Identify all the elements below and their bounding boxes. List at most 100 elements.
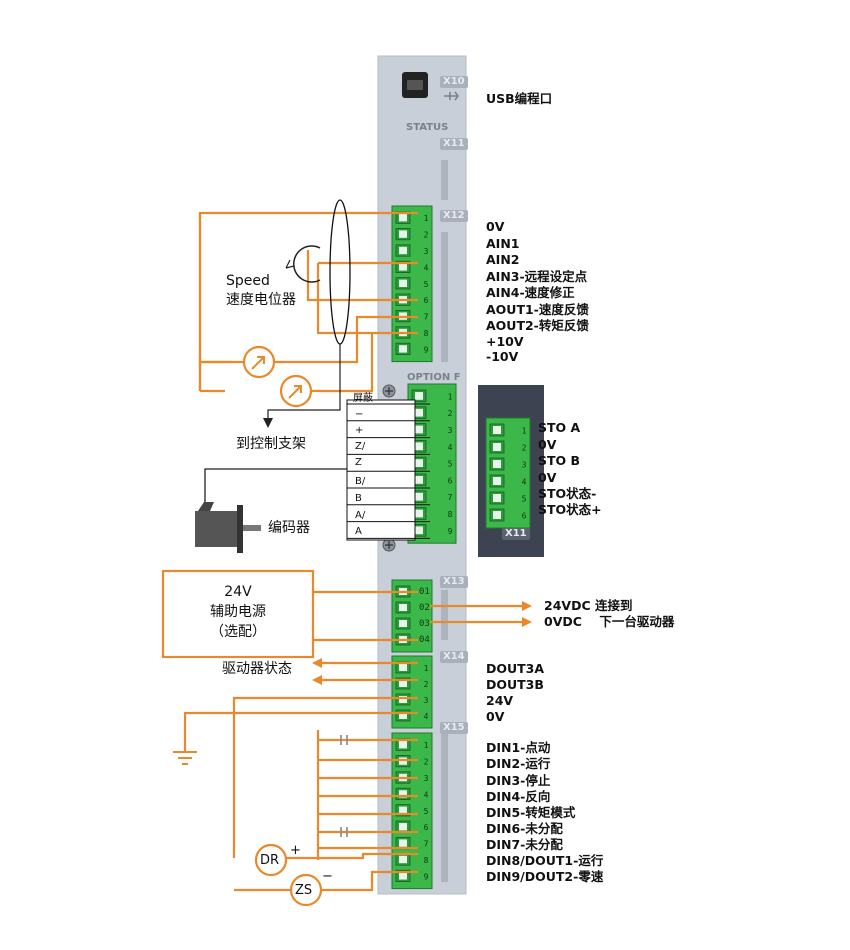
port-x11-status-label: X11 [440,138,468,150]
x11-pin-label: STO A [538,420,581,435]
relay-zs-label: ZS [295,883,313,898]
pin-number: 3 [424,774,429,783]
pin-number: 1 [424,664,429,673]
terminal-hole [399,790,407,798]
pin-number: 8 [448,510,453,519]
arrow-icon [251,356,302,399]
pin-number: 2 [424,680,429,689]
x13-line1-label: 24VDC 连接到 [544,598,633,613]
terminal-hole [399,230,407,238]
terminal-hole [493,477,501,485]
aux-power-line3: （选配） [210,624,266,640]
screw-icon [382,384,396,398]
terminal-hole [399,664,407,671]
terminal-hole [399,741,407,749]
encoder-wire-label: B [355,493,362,504]
terminal-hole [399,855,407,864]
encoder-wire-table [346,399,430,541]
terminal-hole [415,392,423,400]
orange-wiring [161,211,530,892]
terminal-hole [399,839,407,847]
pin-number: 9 [424,872,429,881]
pin-number: 3 [448,426,453,435]
x13-pin-number: 01 [419,587,430,597]
panel-slot [441,590,448,640]
relay-zs-icon [289,873,323,907]
pin-number: 7 [448,493,453,502]
terminal-hole [399,263,407,271]
x15-pin-label: DIN2-运行 [486,756,551,771]
encoder-wire-label: + [355,425,364,436]
pin-number: 7 [424,840,429,849]
pin-number: 4 [424,790,429,799]
relay-plus-label: + [290,843,301,858]
pin-number: 4 [522,478,527,487]
x12-pin-label: AIN3-远程设定点 [486,269,588,284]
pin-number: 2 [424,231,429,240]
x11-pin-label: 0V [538,470,557,485]
usb-icon [402,72,459,101]
x12-pin-label: AIN4-速度修正 [486,285,575,300]
arrow-icon [312,601,532,685]
x13-pin-number: 02 [419,603,430,613]
x13-pin-number: 03 [419,619,430,629]
terminal-hole [415,408,423,417]
encoder-wire-label: A/ [355,510,366,521]
encoder-wire-label: Z/ [355,441,366,452]
x15-pin-label: DIN5-转矩模式 [486,805,576,820]
port-x15-label: X15 [440,722,468,734]
x12-pin-label: AIN2 [486,252,520,267]
drive-status-label: 驱动器状态 [222,661,292,677]
potentiometer-icon [242,345,313,408]
x12-pin-label: 0V [486,219,505,234]
terminal-hole [493,511,501,519]
terminal-hole [399,680,407,687]
terminal-hole [415,492,423,501]
x12-pin-label: AOUT1-速度反馈 [486,302,589,317]
pin-number: 1 [448,392,453,401]
x15-pin-label: DIN9/DOUT2-零速 [486,869,604,884]
option-f-title: OPTION F [407,372,461,383]
x11-pin-label: 0V [538,437,557,452]
pin-number: 5 [448,460,453,469]
terminal-hole [415,526,423,535]
pin-number: 3 [424,247,429,256]
terminal-hole [399,872,407,880]
pin-number: 9 [424,345,429,354]
encoder-wire-label: A [355,526,362,537]
terminal-hole [493,426,501,434]
screw-icon [382,538,396,552]
terminal-hole [415,459,423,467]
terminal-hole [399,696,407,703]
x12-pin-label: AOUT2-转矩反馈 [486,318,589,333]
panel-slot [441,232,448,362]
x14-pin-label: 24V [486,693,514,708]
pin-number: 2 [448,409,453,418]
pin-number: 7 [424,313,429,322]
port-x13-label: X13 [440,576,468,588]
x13-pin-number: 04 [419,635,430,645]
encoder-icon [195,468,347,553]
x11-pin-label: STO B [538,453,581,468]
encoder-wire-label: 屏蔽 [353,393,373,404]
relay-dr-icon [254,843,288,877]
x15-pin-label: DIN3-停止 [486,773,551,788]
x15-pin-label: DIN7-未分配 [486,837,563,852]
terminal-hole [399,279,407,287]
speed-pot-label-en: Speed [226,273,270,289]
pin-number: 8 [424,329,429,338]
pin-number: 4 [424,263,429,272]
x11-pin-label: STO状态+ [538,502,602,517]
pin-number: 5 [424,280,429,289]
pin-number: 3 [424,696,429,705]
status-label: STATUS [406,122,449,133]
encoder-wire-label: Z [355,457,362,468]
pin-number: 6 [424,823,429,832]
port-x12-label: X12 [440,210,468,222]
speed-pot-label-cn: 速度电位器 [226,292,296,308]
aux-power-line2: 辅助电源 [210,604,266,620]
